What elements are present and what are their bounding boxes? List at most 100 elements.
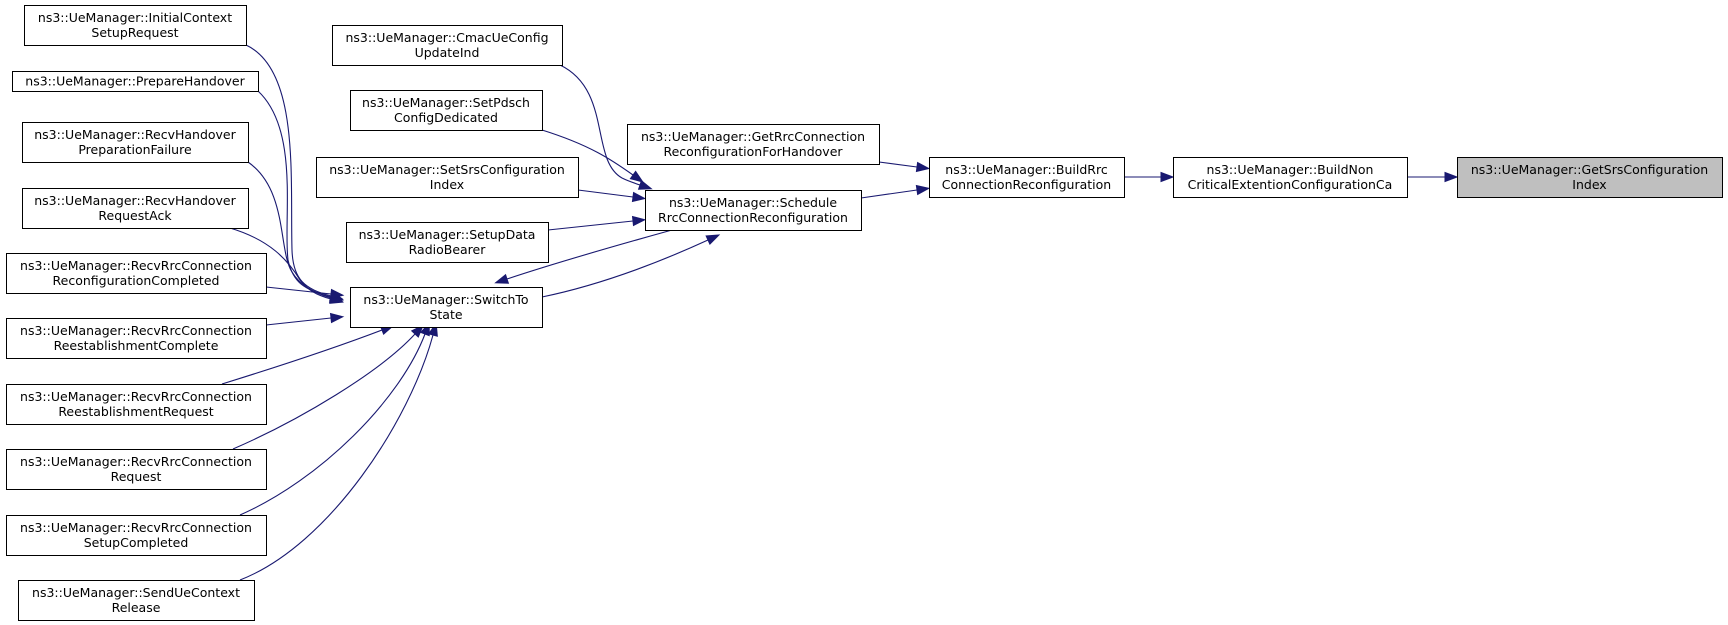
node-box-setsrsindex: [316, 157, 579, 198]
node-label-recvrrcreconfcompl-line-1: ns3::UeManager::RecvRrcConnection: [20, 258, 252, 273]
node-label-recvhoreqack-line-1: ns3::UeManager::RecvHandover: [34, 193, 236, 208]
node-label-cmacueconfig-line-1: ns3::UeManager::CmacUeConfig: [345, 30, 548, 45]
edges-layer: [221, 44, 1459, 581]
edge-switchto-to-schedulerrc: [541, 234, 721, 298]
edge-schedulerrc-to-switchto: [494, 229, 673, 284]
edge-recvrrcreq-to-switchto-line: [232, 333, 416, 450]
edge-recvrrcsetupcompl-to-switchto: [239, 321, 430, 516]
node-label-recvhoprepfail-line-2: PreparationFailure: [78, 142, 192, 157]
node-buildnoncrit[interactable]: ns3::UeManager::BuildNonCriticalExtentio…: [1173, 157, 1408, 198]
edge-schedulerrc-to-buildrrc: [860, 184, 931, 199]
node-box-getrrcho: [627, 124, 880, 165]
edge-buildnoncrit-to-getsrs-arrowhead: [1444, 171, 1459, 183]
node-recvrrcsetupcompl[interactable]: ns3::UeManager::RecvRrcConnectionSetupCo…: [6, 515, 267, 556]
node-label-buildnoncrit-line-1: ns3::UeManager::BuildNon: [1207, 162, 1374, 177]
edge-cmacueconfig-to-schedulerrc-line: [559, 64, 641, 186]
node-recvrrcreconfcompl[interactable]: ns3::UeManager::RecvRrcConnectionReconfi…: [6, 253, 267, 294]
node-recvrrcreestcompl[interactable]: ns3::UeManager::RecvRrcConnectionReestab…: [6, 318, 267, 359]
edge-setsrsindex-to-schedulerrc-arrowhead: [631, 191, 647, 203]
edge-setpdsch-to-schedulerrc-arrowhead: [629, 170, 644, 183]
node-label-recvrrcreestreq-line-1: ns3::UeManager::RecvRrcConnection: [20, 389, 252, 404]
node-box-recvrrcreconfcompl: [6, 253, 267, 294]
node-label-recvrrcreestcompl-line-1: ns3::UeManager::RecvRrcConnection: [20, 323, 252, 338]
edge-recvrrcreestcompl-to-switchto: [265, 312, 345, 326]
edge-recvrrcreconfcompl-to-switchto: [265, 286, 345, 300]
node-label-setupdrb-line-2: RadioBearer: [409, 242, 487, 257]
edge-switchto-to-schedulerrc-arrowhead: [705, 234, 721, 245]
node-buildrrc[interactable]: ns3::UeManager::BuildRrcConnectionReconf…: [929, 157, 1125, 198]
edge-recvrrcreq-to-switchto: [232, 324, 425, 450]
edge-recvhoreqack-to-switchto-line: [229, 227, 332, 300]
node-box-buildrrc: [929, 157, 1125, 198]
edge-setsrsindex-to-schedulerrc-line: [577, 189, 634, 198]
node-label-recvrrcsetupcompl-line-1: ns3::UeManager::RecvRrcConnection: [20, 520, 252, 535]
edge-cmacueconfig-to-schedulerrc: [559, 64, 653, 190]
edge-buildrrc-to-buildnoncrit: [1124, 171, 1175, 183]
node-label-switchto-line-2: State: [429, 307, 462, 322]
node-label-recvhoprepfail-line-1: ns3::UeManager::RecvHandover: [34, 127, 236, 142]
edge-buildrrc-to-buildnoncrit-arrowhead: [1160, 171, 1175, 183]
node-label-recvhoreqack-line-2: RequestAck: [98, 208, 172, 223]
edge-recvrrcreestreq-to-switchto-line: [221, 329, 383, 385]
edge-recvrrcreconfcompl-to-switchto-arrowhead: [329, 288, 345, 300]
node-label-setsrsindex-line-2: Index: [430, 177, 464, 192]
node-box-initialctx: [24, 5, 247, 46]
edge-switchto-to-schedulerrc-line: [541, 239, 709, 298]
edge-getrrcho-to-buildrrc: [878, 161, 931, 173]
node-label-recvrrcreestreq-line-2: ReestablishmentRequest: [58, 404, 213, 419]
node-getrrcho[interactable]: ns3::UeManager::GetRrcConnectionReconfig…: [627, 124, 880, 165]
node-preparehandover[interactable]: ns3::UeManager::PrepareHandover: [12, 71, 259, 92]
edge-setupdrb-to-schedulerrc: [547, 215, 647, 231]
node-box-cmacueconfig: [332, 25, 563, 66]
node-box-setpdsch: [350, 90, 543, 131]
node-label-buildnoncrit-line-2: CriticalExtentionConfigurationCa: [1188, 177, 1393, 192]
node-label-preparehandover-line-1: ns3::UeManager::PrepareHandover: [25, 74, 245, 89]
node-box-buildnoncrit: [1173, 157, 1408, 198]
node-label-recvrrcsetupcompl-line-2: SetupCompleted: [84, 535, 189, 550]
edge-senduectxrelease-to-switchto: [239, 322, 438, 581]
node-label-recvrrcreq-line-2: Request: [111, 469, 162, 484]
node-label-setupdrb-line-1: ns3::UeManager::SetupData: [359, 227, 536, 242]
edge-senduectxrelease-to-switchto-line: [239, 334, 434, 581]
node-label-initialctx-line-2: SetupRequest: [91, 25, 178, 40]
node-recvrrcreestreq[interactable]: ns3::UeManager::RecvRrcConnectionReestab…: [6, 384, 267, 425]
node-box-getsrs: [1457, 157, 1723, 198]
node-label-senduectxrelease-line-1: ns3::UeManager::SendUeContext: [32, 585, 240, 600]
edge-setupdrb-to-schedulerrc-line: [547, 220, 634, 231]
edge-schedulerrc-to-buildrrc-arrowhead: [915, 184, 931, 196]
node-label-setsrsindex-line-1: ns3::UeManager::SetSrsConfiguration: [329, 162, 565, 177]
node-schedulerrc[interactable]: ns3::UeManager::ScheduleRrcConnectionRec…: [645, 190, 862, 231]
node-initialctx[interactable]: ns3::UeManager::InitialContextSetupReque…: [24, 5, 247, 46]
edge-schedulerrc-to-switchto-arrowhead: [494, 273, 510, 284]
edge-getrrcho-to-buildrrc-line: [878, 161, 918, 168]
node-box-recvrrcsetupcompl: [6, 515, 267, 556]
edge-buildnoncrit-to-getsrs: [1407, 171, 1459, 183]
edge-recvrrcreconfcompl-to-switchto-line: [265, 286, 332, 295]
node-label-getrrcho-line-2: ReconfigurationForHandover: [663, 144, 843, 159]
node-recvhoprepfail[interactable]: ns3::UeManager::RecvHandoverPreparationF…: [22, 122, 249, 163]
edge-recvrrcreestcompl-to-switchto-arrowhead: [329, 312, 345, 324]
nodes-layer: ns3::UeManager::InitialContextSetupReque…: [6, 5, 1723, 621]
node-label-buildrrc-line-2: ConnectionReconfiguration: [942, 177, 1111, 192]
node-label-setpdsch-line-2: ConfigDedicated: [394, 110, 498, 125]
edge-initialctx-to-switchto-line: [245, 44, 332, 297]
node-label-recvrrcreestcompl-line-2: ReestablishmentComplete: [54, 338, 219, 353]
node-label-recvrrcreq-line-1: ns3::UeManager::RecvRrcConnection: [20, 454, 252, 469]
edge-recvhoprepfail-to-switchto-line: [247, 161, 332, 299]
edge-cmacueconfig-to-schedulerrc-arrowhead: [637, 179, 653, 190]
edge-setpdsch-to-schedulerrc-line: [541, 129, 634, 176]
node-box-recvrrcreestcompl: [6, 318, 267, 359]
node-label-getrrcho-line-1: ns3::UeManager::GetRrcConnection: [641, 129, 865, 144]
node-label-recvrrcreconfcompl-line-2: ReconfigurationCompleted: [53, 273, 220, 288]
node-label-schedulerrc-line-2: RrcConnectionReconfiguration: [658, 210, 848, 225]
node-box-switchto: [350, 287, 543, 328]
